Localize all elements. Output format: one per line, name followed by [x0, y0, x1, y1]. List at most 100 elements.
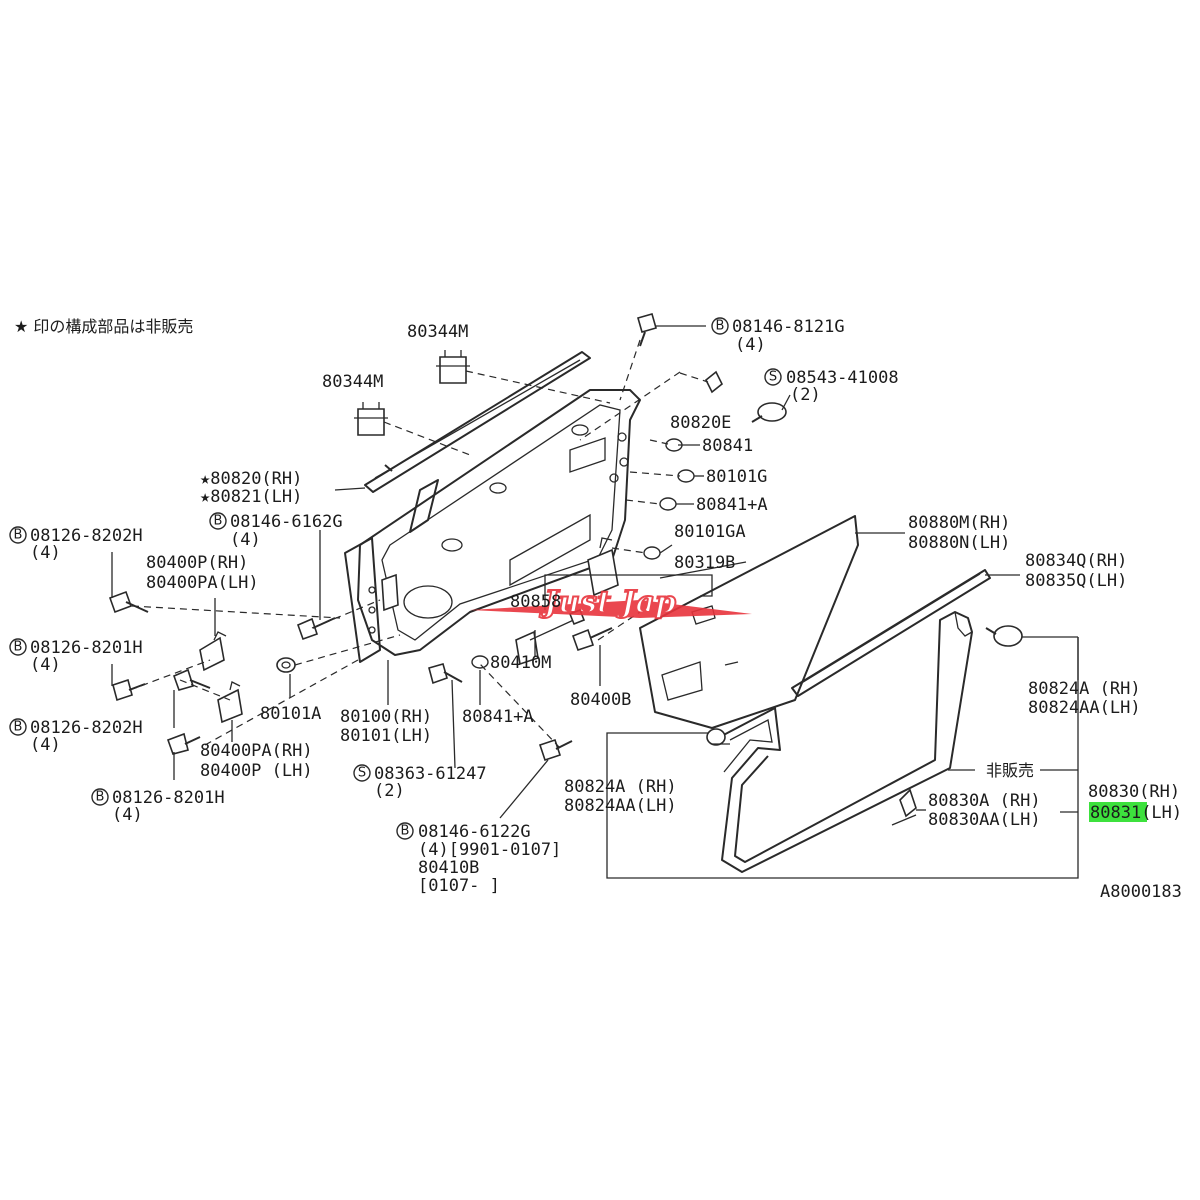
belt-weatherstrip-80834q — [791, 569, 991, 697]
label-80824a-rh: 80824A (RH) — [564, 777, 677, 797]
label-80410b-range: [0107- ] — [418, 876, 500, 896]
label-80824aa-lh: 80824AA(LH) — [1028, 698, 1141, 718]
door-sash-molding — [364, 351, 591, 493]
door-weatherstrip-80830 — [706, 611, 973, 873]
door-shell-80100 — [344, 389, 641, 663]
label-qty: (4) — [30, 735, 61, 755]
clip-80344m-lower — [354, 402, 388, 436]
plug-80841a-upper — [659, 497, 677, 511]
watermark-logo: Just Jap — [470, 584, 752, 621]
bolt-icon — [571, 627, 613, 652]
label-08543-41008: 08543-41008 — [786, 368, 899, 388]
label-80101-lh: 80101(LH) — [340, 726, 432, 746]
label-08126-8202h: 08126-8202H — [30, 718, 143, 738]
label-qty-range: (4)[9901-0107] — [418, 840, 561, 860]
clip-80830a — [891, 788, 917, 826]
hinge-80400pa-lower — [217, 681, 243, 724]
label-80820-rh: ★80820(RH) — [200, 469, 302, 489]
label-80344m: 80344M — [407, 322, 468, 342]
label-08363-61247: 08363-61247 — [374, 764, 487, 784]
svg-text:S: S — [769, 370, 777, 385]
label-80100-rh: 80100(RH) — [340, 707, 432, 727]
svg-text:B: B — [401, 824, 410, 839]
clip-80344m-upper — [436, 350, 470, 384]
label-80830a-rh: 80830A (RH) — [928, 791, 1041, 811]
label-80880m-rh: 80880M(RH) — [908, 513, 1010, 533]
bolt-icon — [538, 738, 573, 762]
svg-text:S: S — [358, 766, 366, 781]
bolt-icon — [172, 668, 211, 691]
label-80344m: 80344M — [322, 372, 383, 392]
label-80831-lh: 80831(LH) — [1090, 803, 1182, 823]
svg-text:B: B — [96, 790, 105, 805]
label-80319b: 80319B — [674, 553, 735, 573]
label-08126-8201h: 08126-8201H — [112, 788, 225, 808]
bolt-marker: B — [711, 317, 729, 335]
plug-80841a-lower — [471, 655, 489, 669]
svg-text:B: B — [214, 514, 223, 529]
label-80410b: 80410B — [418, 858, 479, 878]
label-qty: (2) — [374, 781, 405, 801]
label-qty: (4) — [30, 543, 61, 563]
label-80841a: 80841+A — [696, 495, 768, 515]
label-qty: (4) — [230, 530, 261, 550]
bolt-icon — [428, 663, 463, 685]
label-80821-lh: ★80821(LH) — [200, 487, 302, 507]
label-08126-8202h: 08126-8202H — [30, 526, 143, 546]
bolt-icon — [112, 678, 146, 702]
screw-icon — [751, 402, 787, 423]
label-80101a: 80101A — [260, 704, 321, 724]
svg-text:B: B — [14, 528, 23, 543]
grommet-80101a — [276, 657, 296, 673]
label-qty: (4) — [30, 655, 61, 675]
label-80410m: 80410M — [490, 653, 551, 673]
label-80830aa-lh: 80830AA(LH) — [928, 810, 1041, 830]
ref-code: A8000183 — [1100, 882, 1182, 902]
label-08126-8201h: 08126-8201H — [30, 638, 143, 658]
label-80841: 80841 — [702, 436, 753, 456]
label-08146-6122g: 08146-6122G — [418, 822, 531, 842]
label-80400pa-rh: 80400PA(RH) — [200, 741, 313, 761]
highlight-80831 — [1089, 802, 1147, 822]
label-80858: 80858 — [510, 592, 561, 612]
bolt-marker: B — [209, 512, 227, 530]
bolt-marker: B — [91, 788, 109, 806]
label-qty: (4) — [112, 805, 143, 825]
assembly-lines — [129, 339, 709, 749]
seal-group-bracket — [606, 636, 1079, 879]
clip-guide-1 — [465, 370, 611, 404]
svg-text:B: B — [716, 319, 725, 334]
bolt-icon — [108, 590, 149, 614]
watermark-text: Just Jap — [539, 585, 676, 620]
label-80834q-rh: 80834Q(RH) — [1025, 551, 1127, 571]
label-qty: (2) — [790, 385, 821, 405]
non-sale-note: ★ 印の構成部品は非販売 — [14, 317, 193, 336]
bolt-marker: B — [396, 822, 414, 840]
bolt-marker: B — [9, 638, 27, 656]
label-80400b: 80400B — [570, 690, 631, 710]
label-80841a: 80841+A — [462, 707, 534, 727]
screw-marker: S — [353, 764, 371, 782]
clip-80824a — [985, 625, 1023, 647]
label-80400p-rh: 80400P(RH) — [146, 553, 248, 573]
bolt-marker: B — [9, 526, 27, 544]
label-80835q-lh: 80835Q(LH) — [1025, 571, 1127, 591]
clip-80820e — [704, 370, 724, 394]
label-80820e: 80820E — [670, 413, 731, 433]
clip-guide-2 — [383, 421, 471, 456]
label-08146-6162g: 08146-6162G — [230, 512, 343, 532]
bolt-marker: B — [9, 718, 27, 736]
label-80880n-lh: 80880N(LH) — [908, 533, 1010, 553]
label-qty: (4) — [735, 335, 766, 355]
grommet-80101g — [677, 469, 695, 483]
label-80101g: 80101G — [706, 467, 767, 487]
bolt-icon — [166, 732, 201, 755]
grommet-80101ga — [643, 546, 661, 560]
leader-lines — [111, 325, 1079, 819]
svg-text:B: B — [14, 720, 23, 735]
label-80101ga: 80101GA — [674, 522, 746, 542]
door-trim-panel-80880 — [639, 515, 859, 729]
label-80824a-rh: 80824A (RH) — [1028, 679, 1141, 699]
label-non-sale: 非販売 — [986, 761, 1034, 780]
